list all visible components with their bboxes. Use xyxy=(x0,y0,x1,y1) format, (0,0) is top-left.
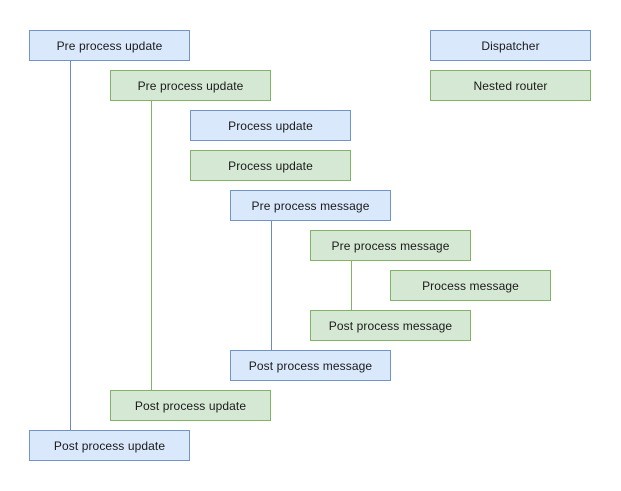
node-post-process-update-dispatcher[interactable]: Post process update xyxy=(29,430,190,461)
connector-pre-update-dispatcher-to-post-update-dispatcher xyxy=(70,61,71,430)
node-post-process-message-router[interactable]: Post process message xyxy=(310,310,471,341)
node-label: Process update xyxy=(228,118,313,133)
node-post-process-message-dispatcher[interactable]: Post process message xyxy=(230,350,391,381)
node-pre-process-message-router[interactable]: Pre process message xyxy=(310,230,471,261)
legend-item-dispatcher[interactable]: Dispatcher xyxy=(430,30,591,61)
node-process-update-dispatcher[interactable]: Process update xyxy=(190,110,351,141)
node-label: Process message xyxy=(422,278,519,293)
legend-label: Dispatcher xyxy=(481,38,540,53)
connector-pre-message-dispatcher-to-post-message-dispatcher xyxy=(271,221,272,350)
node-label: Pre process update xyxy=(137,78,244,93)
connector-pre-update-router-to-post-update-router xyxy=(151,101,152,390)
legend-label: Nested router xyxy=(473,78,548,93)
node-label: Process update xyxy=(228,158,313,173)
node-post-process-update-router[interactable]: Post process update xyxy=(110,390,271,421)
node-process-update-router[interactable]: Process update xyxy=(190,150,351,181)
node-label: Pre process message xyxy=(331,238,450,253)
node-label: Post process message xyxy=(248,358,373,373)
node-pre-process-update-dispatcher[interactable]: Pre process update xyxy=(29,30,190,61)
node-label: Post process message xyxy=(328,318,453,333)
node-process-message-router[interactable]: Process message xyxy=(390,270,551,301)
node-pre-process-message-dispatcher[interactable]: Pre process message xyxy=(230,190,391,221)
connector-pre-message-router-to-post-message-router xyxy=(351,261,352,310)
node-label: Post process update xyxy=(53,438,166,453)
legend-item-nested-router[interactable]: Nested router xyxy=(430,70,591,101)
node-label: Post process update xyxy=(134,398,247,413)
node-label: Pre process update xyxy=(56,38,163,53)
node-pre-process-update-router[interactable]: Pre process update xyxy=(110,70,271,101)
node-label: Pre process message xyxy=(251,198,370,213)
